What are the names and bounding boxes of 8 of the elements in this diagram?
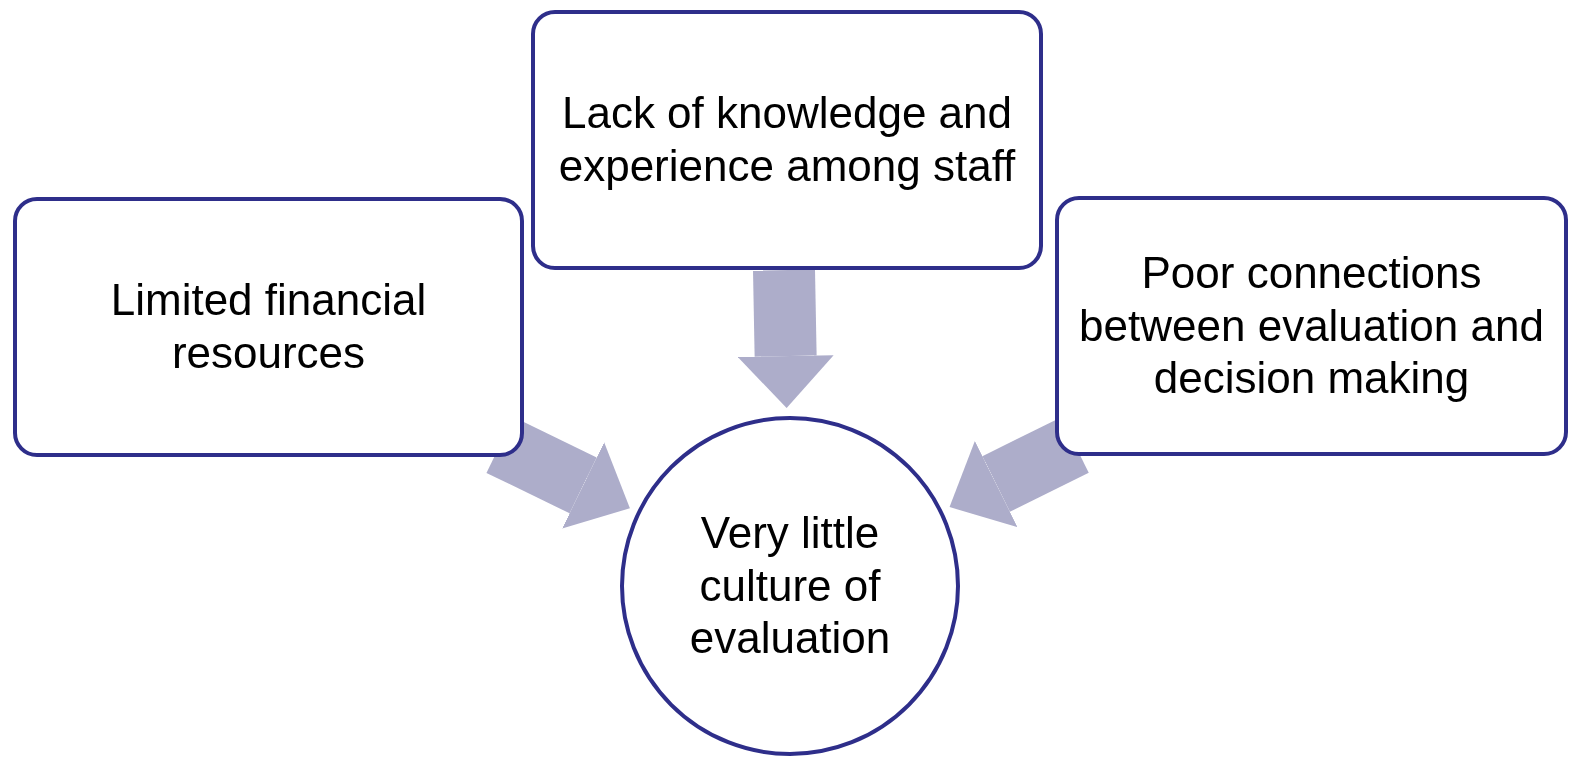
node-text: Limited financial resources <box>109 274 428 379</box>
node-text: Very little culture of evaluation <box>688 506 892 665</box>
cause-box <box>1055 196 1568 456</box>
cause-box <box>531 10 1043 270</box>
block-arrow <box>737 269 834 409</box>
cause-box <box>13 197 524 457</box>
node-text: Lack of knowledge and experience among staff <box>557 87 1017 192</box>
node-text: Poor connections between evaluation and decision making <box>1078 246 1545 405</box>
